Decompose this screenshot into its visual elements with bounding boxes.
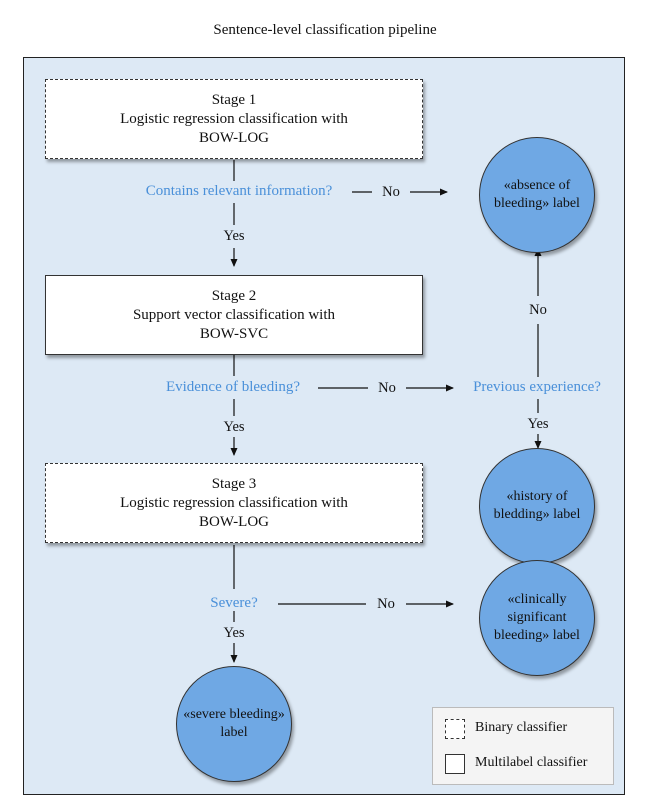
legend-binary-label: Binary classifier xyxy=(475,720,568,735)
label-absence-text: «absence of bleeding» label xyxy=(494,178,580,211)
stage-1-method: Logistic regression classification with xyxy=(120,110,348,127)
stage-2-model: BOW-SVC xyxy=(199,325,269,342)
question-severe: Severe? xyxy=(210,595,258,611)
stage-2-box: Stage 2 Support vector classification wi… xyxy=(45,275,423,355)
question-evidence-of-bleeding: Evidence of bleeding? xyxy=(165,379,301,395)
legend-solid-swatch xyxy=(445,754,465,774)
diagram-title: Sentence-level classification pipeline xyxy=(213,22,437,38)
stage-3-method: Logistic regression classification with xyxy=(120,494,348,511)
label-severe-bleeding: «severe bleeding» label xyxy=(176,666,292,782)
stage-1-model: BOW-LOG xyxy=(199,129,269,146)
label-absence-of-bleeding: «absence of bleeding» label xyxy=(479,137,595,253)
stage-2-method: Support vector classification with xyxy=(132,306,336,323)
stage-1-title: Stage 1 xyxy=(211,91,257,108)
label-clinically-significant-bleeding: «clinically significant bleeding» label xyxy=(479,560,595,676)
label-history-of-bleeding: «history of bledding» label xyxy=(479,448,595,564)
answer-no-severe: No xyxy=(368,596,404,612)
legend-multilabel-label: Multilabel classifier xyxy=(475,755,588,770)
legend: Binary classifier Multilabel classifier xyxy=(432,707,614,785)
answer-yes-previous: Yes xyxy=(523,416,553,432)
stage-1-box: Stage 1 Logistic regression classificati… xyxy=(45,79,423,159)
answer-yes-evidence: Yes xyxy=(219,419,249,435)
stage-3-title: Stage 3 xyxy=(211,475,257,492)
stage-3-model: BOW-LOG xyxy=(199,513,269,530)
answer-yes-relevant: Yes xyxy=(219,228,249,244)
label-history-text: «history of bledding» label xyxy=(493,489,581,522)
label-severe-text: «severe bleeding» label xyxy=(183,707,285,740)
legend-dashed-swatch xyxy=(445,719,465,739)
stage-2-title: Stage 2 xyxy=(211,287,257,304)
answer-no-evidence: No xyxy=(370,380,404,396)
question-previous-experience: Previous experience? xyxy=(473,379,601,395)
label-clinical-text: «clinically significant bleeding» label xyxy=(494,592,580,643)
answer-no-previous: No xyxy=(521,302,555,318)
answer-yes-severe: Yes xyxy=(219,625,249,641)
answer-no-relevant: No xyxy=(374,184,408,200)
stage-3-box: Stage 3 Logistic regression classificati… xyxy=(45,463,423,543)
question-relevant-information: Contains relevant information? xyxy=(145,183,333,199)
